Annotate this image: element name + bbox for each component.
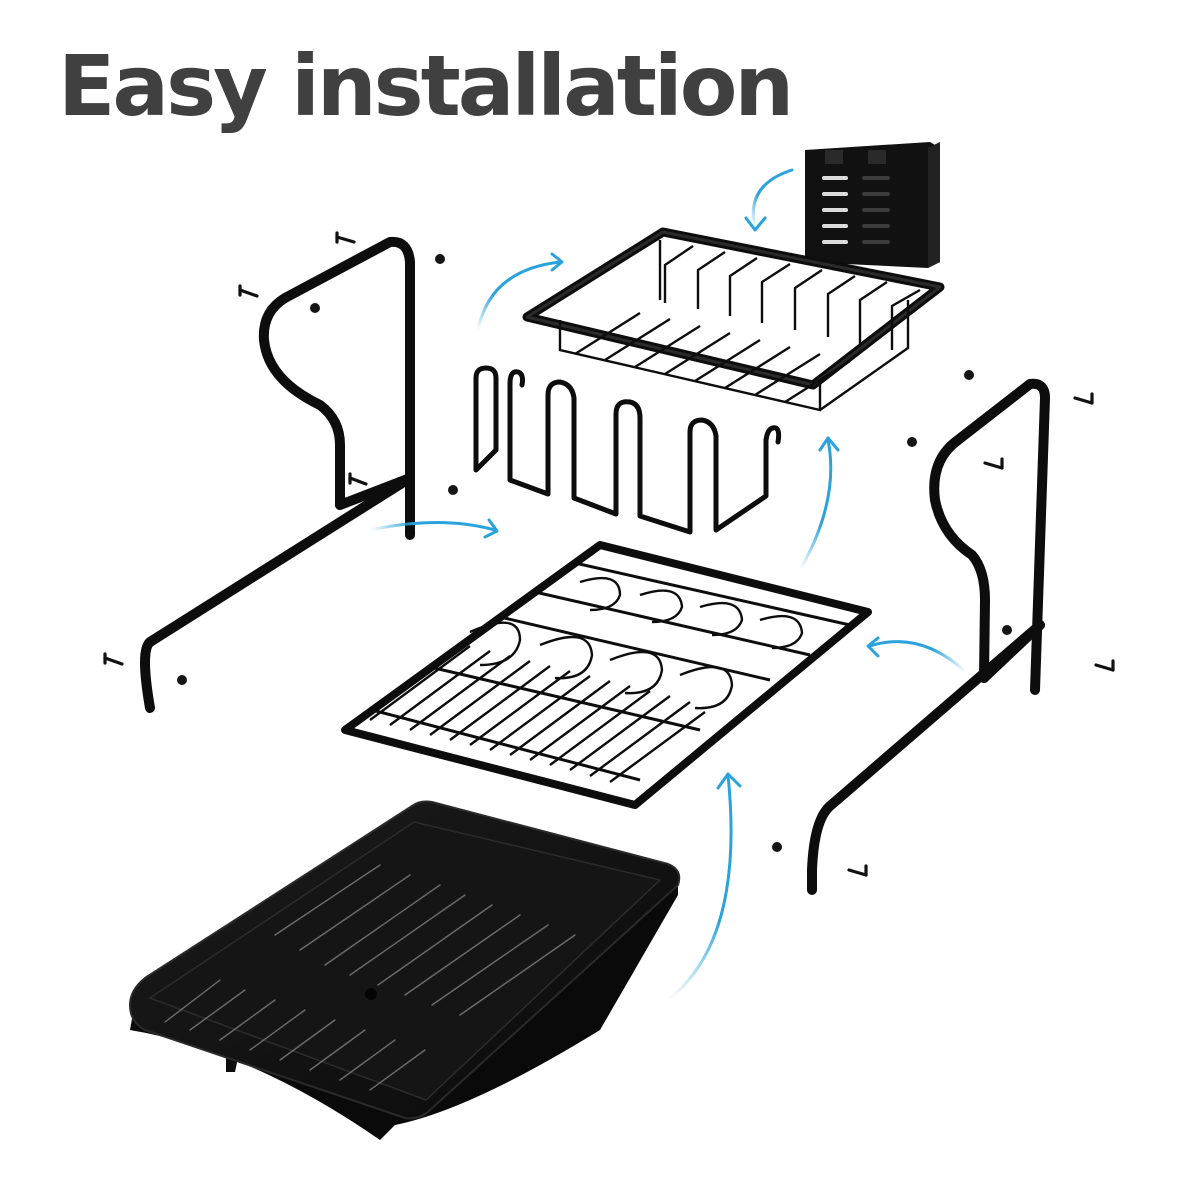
right-side-frame [807, 378, 1050, 895]
utensil-holder [805, 142, 940, 268]
nuts [177, 254, 1012, 852]
dish-grid [341, 541, 872, 809]
upper-basket [522, 227, 945, 412]
cup-hook-rail [473, 365, 782, 535]
drip-tray [128, 800, 681, 1140]
assembly-arrows [368, 168, 968, 1002]
left-side-frame [140, 236, 415, 713]
page-title: Easy installation [58, 37, 794, 135]
screws [103, 231, 1115, 877]
